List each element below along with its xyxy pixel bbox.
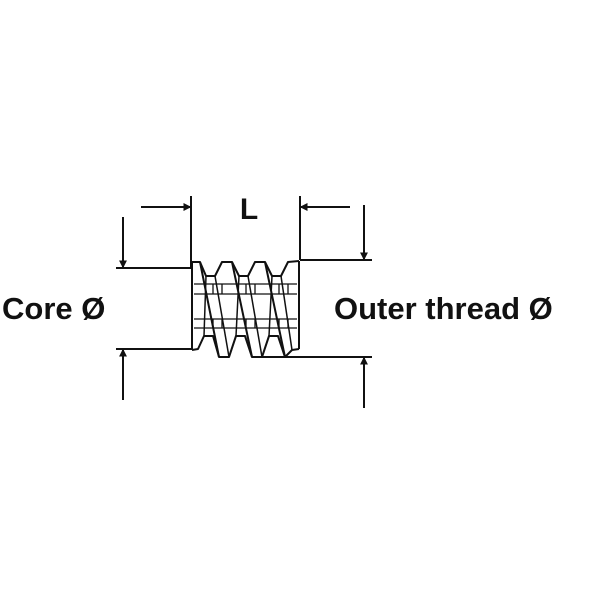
thread-root-6 [280,275,293,351]
length-label: L [240,193,258,226]
thread-root-1 [203,275,207,337]
thread-root-3 [235,275,240,337]
length-dimension: L [141,193,350,268]
thread-crest-2 [231,261,253,358]
thread-root-4 [247,275,263,358]
outer-thread-dimension: Outer thread Ø [262,205,553,408]
core-diameter-label: Core Ø [2,291,105,326]
thread-root-5 [268,275,273,337]
thread-root-2 [214,275,230,358]
thread-crest-3 [264,261,286,358]
core-diameter-dimension: Core Ø [2,217,191,400]
threaded-insert-drawing [191,260,300,358]
inner-bore-lines [194,283,297,329]
outer-thread-label: Outer thread Ø [334,291,553,326]
top-thread-profile [192,260,300,277]
thread-crest-1 [199,261,220,358]
